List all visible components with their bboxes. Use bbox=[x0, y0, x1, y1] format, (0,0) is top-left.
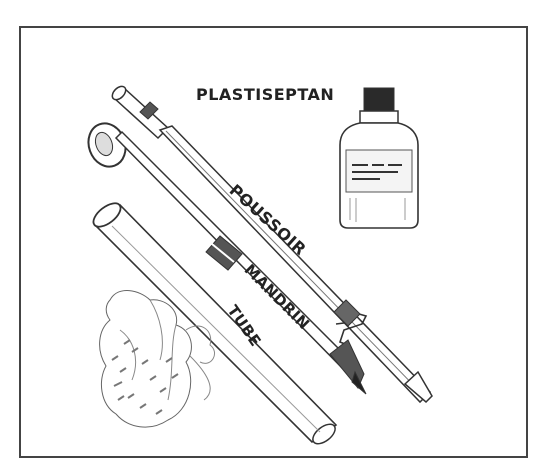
plastiseptan-bottle bbox=[340, 88, 418, 228]
gauze-texture bbox=[112, 340, 178, 414]
bottle-neck bbox=[360, 111, 398, 123]
bottle-cap bbox=[364, 88, 394, 112]
label-plastiseptan: PLASTISEPTAN bbox=[196, 85, 334, 104]
gauze-fold bbox=[120, 300, 176, 400]
